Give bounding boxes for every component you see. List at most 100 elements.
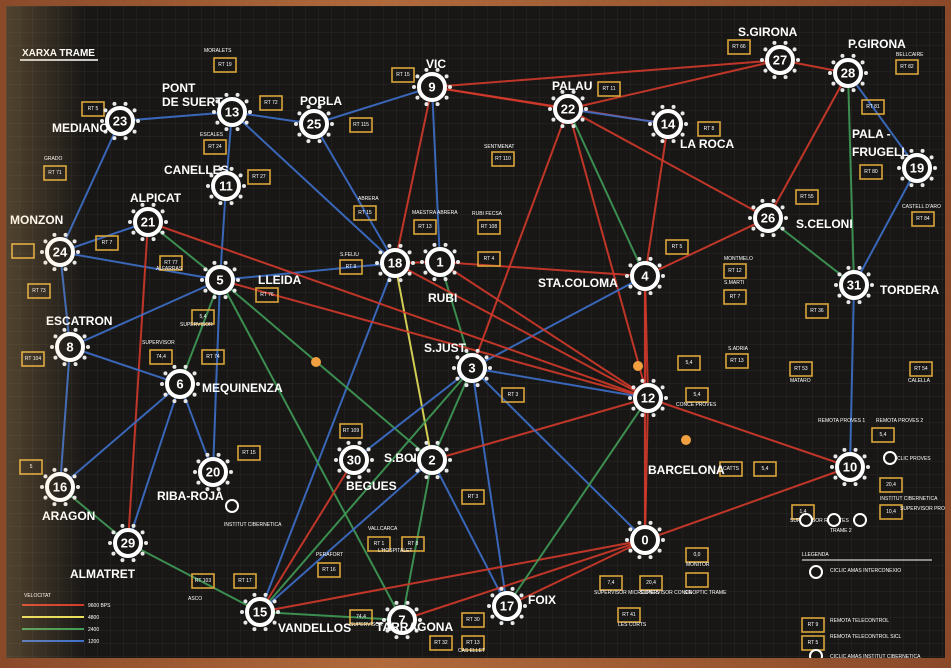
link-n21-n29 [127,221,149,544]
node-connector [73,362,78,367]
svg-text:RT 72: RT 72 [264,100,278,106]
link-n18-n5 [219,262,396,281]
node-connector [455,376,460,381]
link-n5-n7 [219,279,403,621]
svg-text:5,4: 5,4 [694,392,701,398]
station-node-11[interactable]: 11 [206,166,246,206]
small-label-supremotes: SUPERVISOR REMOTES [790,518,849,524]
node-connector [52,502,57,507]
node-connector [240,610,244,614]
link-n1-n12 [439,261,649,399]
label-n12: BARCELONA [648,463,725,477]
station-node-12[interactable]: 12 [628,378,668,418]
node-connector [432,242,437,247]
node-connector [792,47,797,52]
node-connector [317,139,322,144]
station-node-26[interactable]: 26 [748,198,788,238]
rt-box: RT 8 [697,121,721,137]
node-connector [443,242,448,247]
node-connector [452,270,457,275]
node-connector [444,95,449,100]
rt-box: 0,0 [685,547,709,563]
node-connector [63,467,68,472]
svg-text:RT 1: RT 1 [374,541,385,547]
small-label-castell: CASTELL D'ARO [902,204,941,210]
node-ring [113,528,143,558]
station-node-3[interactable]: 3 [452,348,492,388]
node-connector [510,621,515,626]
node-connector [484,355,489,360]
station-node-4[interactable]: 4 [625,256,665,296]
station-node-31[interactable]: 31 [834,265,874,305]
station-node-13[interactable]: 13 [212,92,252,132]
node-connector [252,627,257,632]
station-node-7[interactable]: 7 [382,600,422,640]
node-connector [40,250,44,254]
node-number: 2 [428,453,435,468]
svg-text:RT 74: RT 74 [206,354,220,360]
rt-box: RT 27 [247,169,271,185]
station-node-27[interactable]: 27 [760,40,800,80]
station-node-8[interactable]: 8 [50,327,90,367]
small-label-trame2: TRAME 2 [830,528,852,534]
node-connector [151,237,156,242]
station-node-5[interactable]: 5 [200,260,240,300]
node-connector [163,371,168,376]
node-ring [380,248,410,278]
small-label-supervisor6: SUPERVISOR [142,340,175,346]
station-node-10[interactable]: 10 [830,447,870,487]
link-n25-n18 [313,123,396,264]
node-connector [43,260,48,265]
svg-text:RT 12: RT 12 [728,268,742,274]
station-node-15[interactable]: 15 [240,592,280,632]
rt-box: 5,4 [677,355,701,371]
rt-box: RT 108 [477,219,501,235]
svg-text:RT 73: RT 73 [32,288,46,294]
station-node-14[interactable]: 14 [648,104,688,144]
rt-box: RT 36 [805,303,829,319]
node-connector [263,592,268,597]
label-n25: POBLA [300,94,342,108]
node-connector [297,132,302,137]
link-n18-n12 [394,262,649,399]
node-connector [484,376,489,381]
station-node-1[interactable]: 1 [420,242,460,282]
node-connector [144,541,148,545]
station-node-19[interactable]: 19 [897,148,937,188]
node-connector [897,166,901,170]
node-connector [414,607,419,612]
station-node-21[interactable]: 21 [128,202,168,242]
station-node-9[interactable]: 9 [412,67,452,107]
node-ring [753,203,783,233]
station-node-25[interactable]: 25 [294,104,334,144]
svg-text:RT 19: RT 19 [218,62,232,68]
station-node-23[interactable]: 23 [100,101,140,141]
node-number: 6 [176,377,183,392]
small-label-asco: ASCO [188,596,202,602]
rt-box: RT 104 [21,351,45,367]
station-node-18[interactable]: 18 [375,243,415,283]
node-connector [424,102,429,107]
node-connector [664,396,668,400]
station-node-2[interactable]: 2 [412,440,452,480]
station-node-22[interactable]: 22 [548,89,588,129]
station-node-30[interactable]: 30 [334,440,374,480]
station-node-17[interactable]: 17 [487,586,527,626]
node-number: 24 [53,245,68,260]
node-connector [203,288,208,293]
indicator-lamp [681,435,691,445]
station-node-6[interactable]: 6 [160,364,200,404]
station-node-29[interactable]: 29 [108,523,148,563]
node-connector [828,71,832,75]
station-node-0[interactable]: 0 [625,520,665,560]
node-connector [657,284,662,289]
node-connector [648,256,653,261]
node-ring [630,261,660,291]
station-node-16[interactable]: 16 [40,467,80,507]
link-n22-n27 [567,59,781,110]
svg-text:RT 13: RT 13 [730,358,744,364]
station-node-28[interactable]: 28 [828,53,868,93]
station-node-24[interactable]: 24 [40,232,80,272]
node-connector [933,166,937,170]
station-node-20[interactable]: 20 [193,452,233,492]
